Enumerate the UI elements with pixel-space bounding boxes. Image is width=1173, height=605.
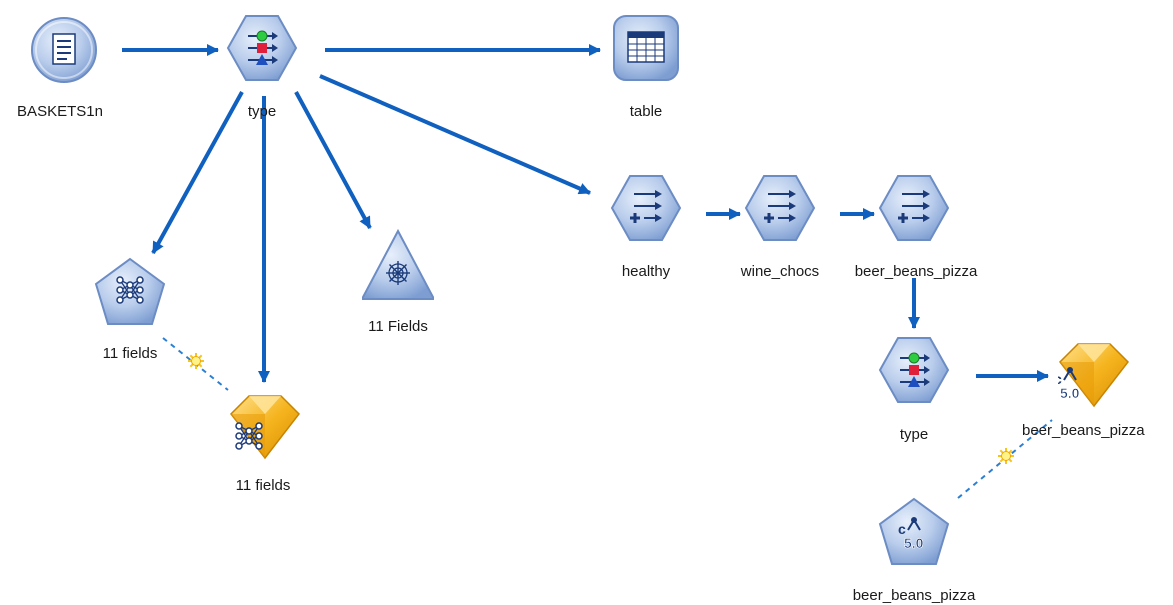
svg-text:5.0: 5.0 bbox=[904, 535, 924, 551]
neural-net-model-icon bbox=[94, 256, 166, 333]
web-graph-icon bbox=[360, 228, 436, 306]
model-refresh-spark-icon bbox=[998, 448, 1014, 464]
neural-net-nugget-icon bbox=[229, 392, 301, 469]
table-node-icon bbox=[610, 12, 682, 89]
stream-node-label: wine_chocs bbox=[740, 263, 820, 280]
derive-node-icon bbox=[878, 172, 950, 249]
link-type1-to-nn_model[interactable] bbox=[151, 91, 244, 254]
stream-node-web[interactable] bbox=[360, 228, 436, 301]
stream-node-wine[interactable] bbox=[744, 172, 816, 244]
type-node-icon bbox=[226, 12, 298, 89]
stream-node-label: type bbox=[247, 103, 277, 120]
svg-text:5.0: 5.0 bbox=[1060, 385, 1080, 401]
derive-node-icon bbox=[610, 172, 682, 249]
stream-node-label: healthy bbox=[621, 263, 671, 280]
model-refresh-spark-icon bbox=[188, 353, 204, 369]
stream-node-label: beer_beans_pizza bbox=[854, 263, 978, 280]
stream-node-nn_nugget[interactable] bbox=[229, 392, 301, 464]
stream-node-label: table bbox=[629, 103, 663, 120]
stream-node-label: beer_beans_pizza bbox=[852, 587, 976, 604]
c50-nugget-icon: c5.0 bbox=[1054, 340, 1130, 417]
var-file-source-icon bbox=[28, 14, 100, 91]
stream-node-type2[interactable] bbox=[878, 334, 950, 406]
stream-node-label: 11 fields bbox=[235, 477, 291, 494]
stream-node-nn_model[interactable] bbox=[94, 256, 166, 328]
type-node-icon bbox=[878, 334, 950, 411]
link-type1-to-web[interactable] bbox=[294, 91, 372, 229]
stream-node-table[interactable] bbox=[610, 12, 682, 84]
stream-node-label: 11 fields bbox=[102, 345, 158, 362]
stream-node-label: beer_beans_pizza bbox=[1022, 422, 1145, 439]
svg-text:c: c bbox=[1058, 371, 1062, 387]
derive-node-icon bbox=[744, 172, 816, 249]
stream-node-healthy[interactable] bbox=[610, 172, 682, 244]
stream-node-c50_nugget[interactable]: c5.0 bbox=[1054, 340, 1130, 412]
svg-text:c: c bbox=[898, 521, 906, 537]
stream-node-label: BASKETS1n bbox=[17, 103, 103, 120]
stream-node-label: type bbox=[899, 426, 929, 443]
link-type1-to-healthy[interactable] bbox=[319, 74, 591, 195]
stream-node-type1[interactable] bbox=[226, 12, 298, 84]
stream-node-bbp_derive[interactable] bbox=[878, 172, 950, 244]
stream-node-label: 11 Fields bbox=[368, 318, 428, 335]
stream-node-baskets[interactable] bbox=[28, 14, 100, 86]
